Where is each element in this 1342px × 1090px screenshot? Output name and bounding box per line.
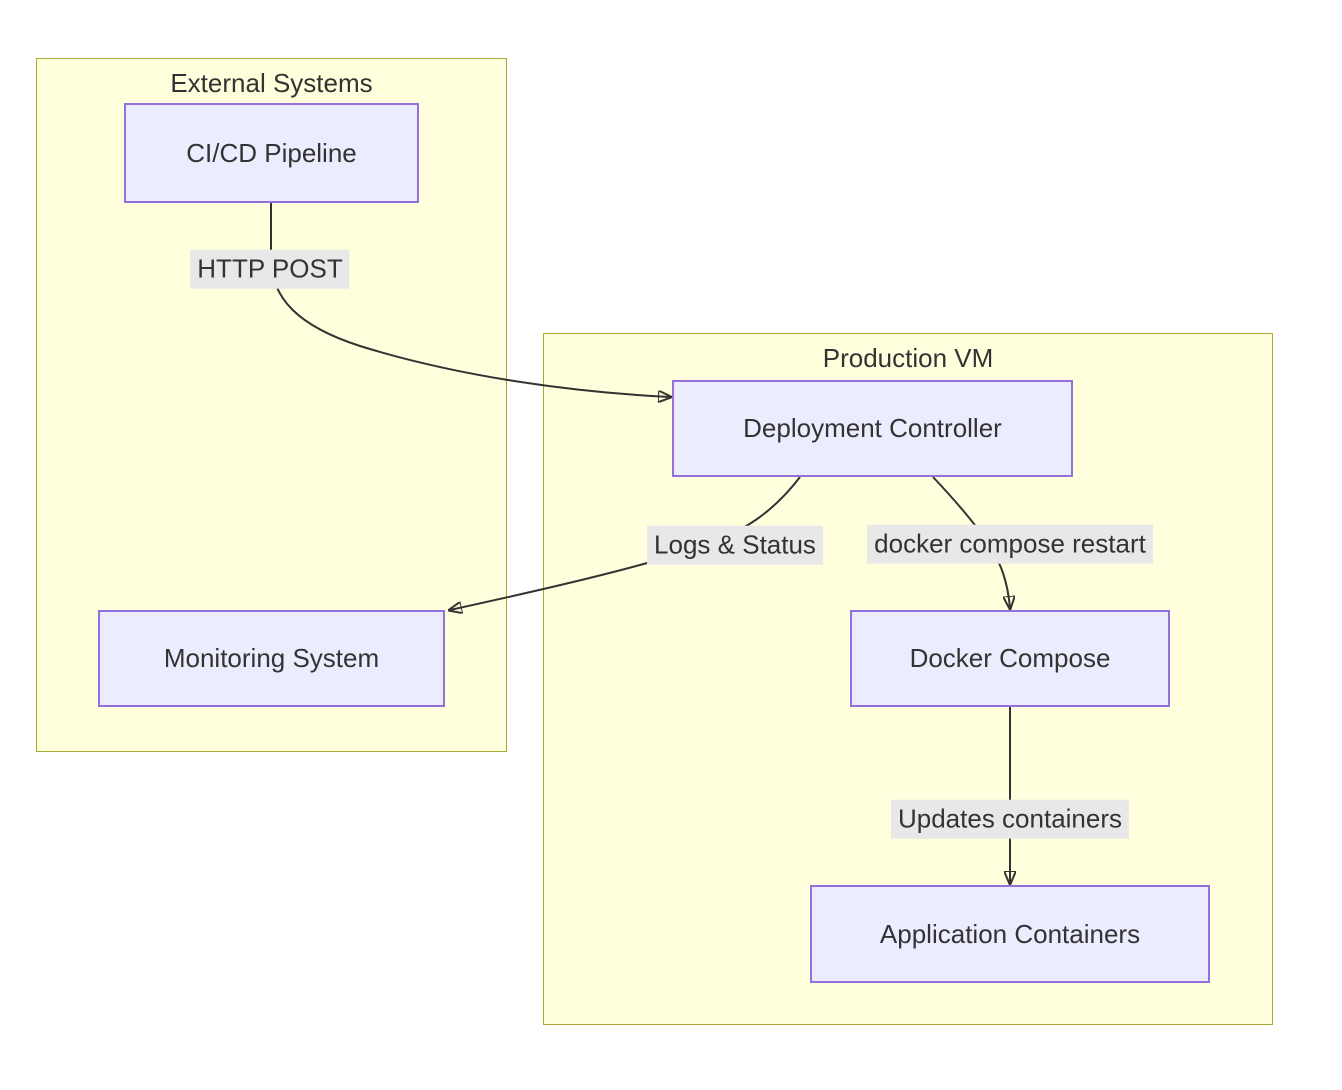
node-application-containers: Application Containers (810, 885, 1210, 983)
edge-controller-to-compose (932, 476, 1010, 608)
edge-cicd-to-controller (270, 203, 670, 397)
edge-label-updates-containers: Updates containers (890, 799, 1130, 839)
edge-label-http-post: HTTP POST (190, 249, 350, 289)
cluster-production-vm-title: Production VM (822, 343, 994, 373)
cluster-external-systems-title: External Systems (170, 68, 373, 98)
edge-label-docker-compose-restart: docker compose restart (867, 524, 1153, 564)
node-cicd-pipeline: CI/CD Pipeline (124, 103, 419, 203)
node-deployment-controller: Deployment Controller (672, 380, 1073, 477)
node-docker-compose: Docker Compose (850, 610, 1170, 707)
node-monitoring-system: Monitoring System (98, 610, 445, 707)
edge-label-logs-status: Logs & Status (647, 525, 823, 565)
